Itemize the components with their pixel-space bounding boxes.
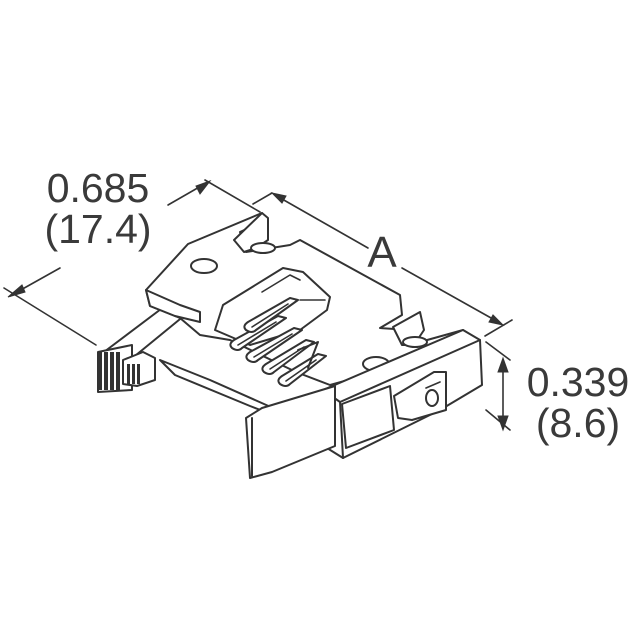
height-dimension-label: 0.339 (8.6) [516, 362, 640, 444]
depth-mm: (17.4) [44, 206, 152, 252]
height-mm: (8.6) [535, 400, 621, 446]
mounting-hole-left [190, 258, 218, 274]
polarization-mark [297, 341, 319, 369]
depth-inches: 0.685 [46, 165, 150, 211]
connector-body [97, 212, 483, 479]
depth-dimension-lines [3, 179, 261, 346]
length-a-dimension-lines [252, 192, 513, 337]
height-dimension-lines [485, 341, 511, 432]
right-ejector-latch [245, 371, 447, 479]
depth-dimension-label: 0.685 (17.4) [28, 168, 168, 250]
height-inches: 0.339 [526, 359, 630, 405]
left-latch-ribs [98, 352, 120, 390]
length-a-dimension-label: A [367, 228, 397, 277]
